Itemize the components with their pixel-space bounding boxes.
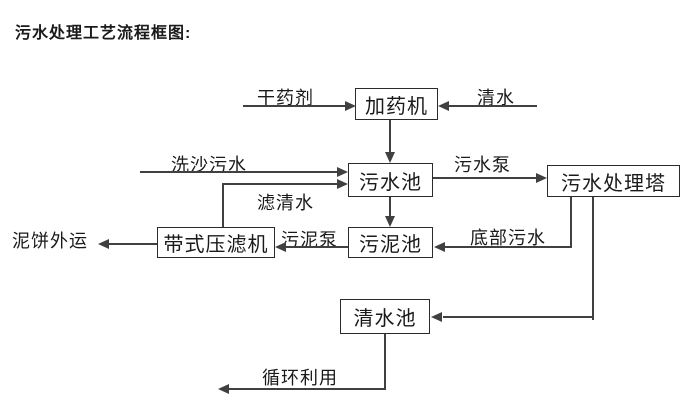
dry-agent-line	[243, 105, 345, 107]
edge-label-mud-cake-out: 泥饼外运	[12, 231, 88, 251]
sludge-pump-arrowhead-icon	[275, 242, 286, 252]
clean-water-line	[449, 105, 537, 107]
recycle-arrowhead-icon	[218, 384, 229, 394]
clean-water-arrowhead-icon	[438, 101, 449, 111]
node-sludge-pool: 污泥池	[348, 227, 433, 258]
tower-to-clean-pool-line-vertical	[592, 197, 594, 320]
node-dosing-machine: 加药机	[355, 88, 438, 120]
edge-label-bottom-sewage: 底部污水	[470, 228, 546, 248]
dosing-to-sewage-pool-arrowhead-icon	[385, 152, 395, 163]
clean-pool-in-arrowhead-icon	[431, 312, 442, 322]
sludge-pump-line	[286, 246, 348, 248]
tower-to-sludge-line-vertical	[570, 197, 572, 248]
edge-label-dry-agent: 干药剂	[257, 88, 314, 108]
sewage-to-sludge-arrowhead-icon	[385, 216, 395, 227]
bottom-sewage-arrowhead-icon	[434, 242, 445, 252]
mud-cake-arrowhead-icon	[98, 239, 109, 249]
filtered-water-line-horizontal	[222, 183, 338, 185]
edge-label-sand-wash-sewage: 洗沙污水	[171, 155, 247, 175]
node-belt-filter-press: 带式压滤机	[157, 227, 275, 258]
node-sewage-treatment-tower: 污水处理塔	[547, 165, 680, 197]
sand-wash-arrowhead-icon	[337, 167, 348, 177]
dosing-to-sewage-pool-line	[389, 120, 391, 153]
sewage-pump-arrowhead-icon	[536, 173, 547, 183]
tower-to-clean-pool-line-horizontal	[443, 316, 594, 318]
mud-cake-out-line	[109, 243, 157, 245]
sewage-pump-line	[433, 177, 537, 179]
filtered-water-line-vertical	[222, 183, 224, 227]
edge-label-clean-water: 清水	[477, 88, 515, 108]
node-sewage-pool: 污水池	[348, 163, 433, 197]
clean-pool-down-line	[384, 334, 386, 390]
edge-label-sewage-pump: 污水泵	[454, 155, 511, 175]
edge-label-filtered-water: 滤清水	[257, 193, 314, 213]
edge-label-recycle: 循环利用	[262, 368, 338, 388]
edge-label-sludge-pump: 污泥泵	[281, 230, 338, 250]
sewage-pool-to-sludge-pool-line	[389, 197, 391, 217]
sand-wash-sewage-line	[140, 171, 338, 173]
node-clean-water-pool: 清水池	[340, 299, 430, 334]
dry-agent-arrowhead-icon	[345, 101, 356, 111]
bottom-sewage-line	[445, 246, 572, 248]
recycle-line	[229, 388, 386, 390]
filtered-water-arrowhead-icon	[337, 179, 348, 189]
page-title: 污水处理工艺流程框图:	[15, 25, 192, 42]
